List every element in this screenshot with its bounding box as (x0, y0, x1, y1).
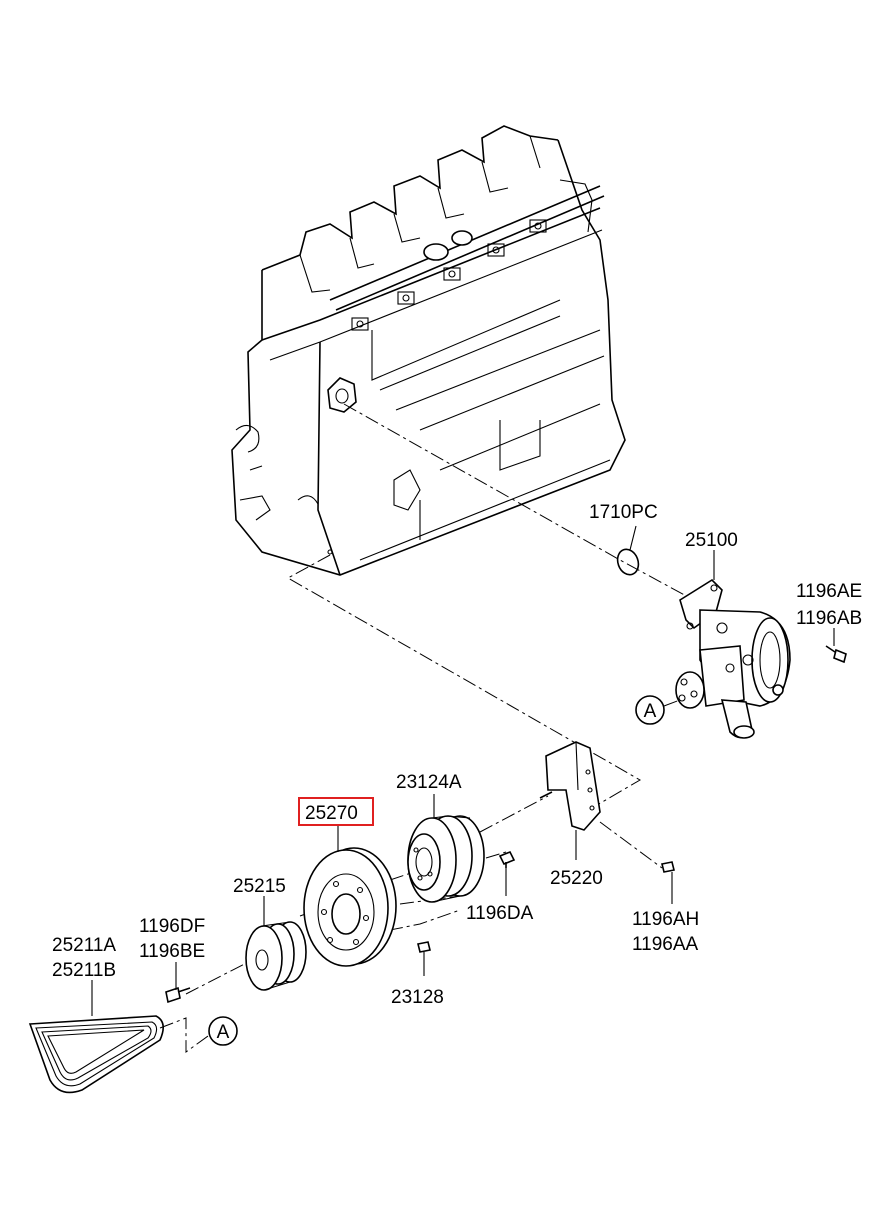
bolt-1196DA (498, 850, 516, 868)
label-1196AB: 1196AB (796, 608, 862, 629)
label-1710PC: 1710PC (589, 502, 658, 523)
bolt-1196AE (825, 645, 847, 664)
leader-lines (159, 403, 691, 1053)
part-labels: 1710PC 25100 1196AE 1196AB 23124A 25270 … (52, 502, 862, 1008)
v-belt (28, 1015, 164, 1094)
bolt-1196AH (661, 861, 675, 873)
label-1196DF: 1196DF (139, 916, 205, 937)
bolt-1196DF (165, 986, 191, 1004)
label-23128: 23128 (391, 987, 444, 1008)
highlight-box-25270 (298, 797, 374, 826)
label-1196DA: 1196DA (466, 903, 534, 924)
label-25211B: 25211B (52, 960, 116, 981)
label-23124A: 23124A (396, 772, 462, 793)
label-1196AA: 1196AA (632, 934, 699, 955)
label-1196BE: 1196BE (139, 941, 205, 962)
label-25215: 25215 (233, 876, 286, 897)
label-1196AE: 1196AE (796, 581, 862, 602)
bracket (539, 741, 601, 831)
fan-pulley (245, 921, 307, 991)
o-ring (616, 548, 640, 576)
label-25100: 25100 (685, 530, 738, 551)
ref-a-belt-label: A (217, 1022, 230, 1043)
label-1196AH: 1196AH (632, 909, 699, 930)
label-25220: 25220 (550, 868, 603, 889)
label-leaders (91, 525, 835, 1016)
water-pump (675, 578, 791, 739)
idler-pulley (407, 815, 485, 903)
label-25211A: 25211A (52, 935, 116, 956)
ref-a-pump: A (635, 695, 681, 725)
damper-pulley (303, 847, 397, 967)
ref-a-belt: A (208, 1016, 238, 1046)
label-25270: 25270 (305, 803, 358, 824)
ref-a-pump-label: A (644, 701, 657, 722)
engine-block (231, 125, 626, 576)
bolt-23128 (417, 941, 431, 953)
